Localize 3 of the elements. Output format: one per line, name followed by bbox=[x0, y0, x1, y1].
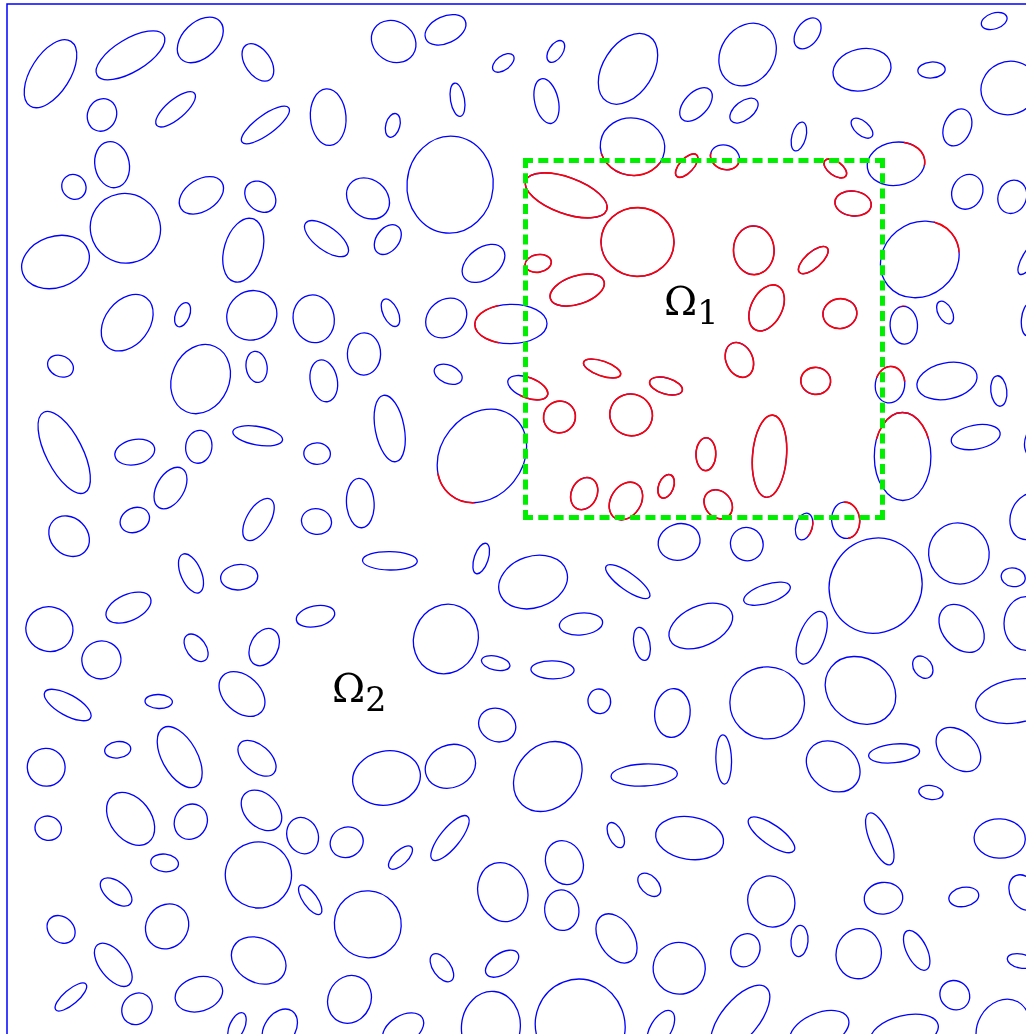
region-label: Ω$_{1}$ bbox=[664, 281, 719, 330]
dashed-region-box bbox=[523, 158, 885, 520]
region-label: Ω$_{2}$ bbox=[332, 668, 387, 717]
